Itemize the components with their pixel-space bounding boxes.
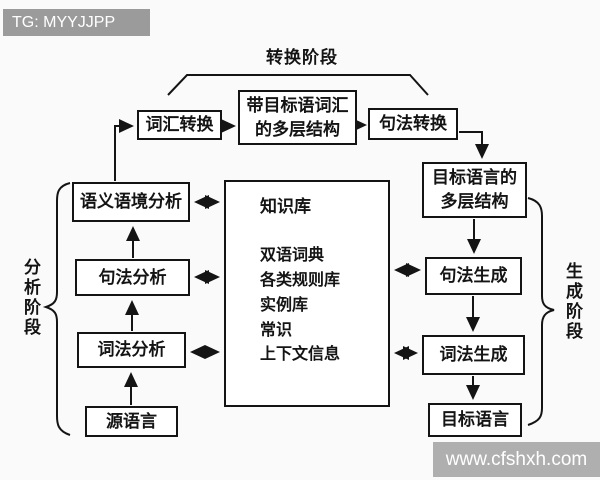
node-semantic-context-analysis-label: 语义语境分析 <box>80 192 182 212</box>
node-syntactic-transfer-label: 句法转换 <box>379 114 447 134</box>
knowledge-base-box <box>224 180 390 407</box>
node-syntactic-generation: 句法生成 <box>425 257 522 295</box>
node-lexical-transfer: 词汇转换 <box>137 110 222 140</box>
corner-badge-text: TG: MYYJJPP <box>12 13 116 31</box>
generation-phase-brace <box>527 197 555 426</box>
node-target-language-label: 目标语言 <box>441 410 509 430</box>
knowledge-base-item: 实例库 <box>260 297 309 314</box>
node-target-lex-multilayer-line1: 带目标语词汇 <box>246 95 349 115</box>
node-target-multilayer-line2: 多层结构 <box>440 192 509 211</box>
node-syntactic-analysis: 句法分析 <box>75 259 190 296</box>
arrow-syntactic-transfer-to-target-multilayer <box>459 131 489 159</box>
arrow-semantic-analysis-to-lexical-transfer <box>114 119 134 181</box>
knowledge-base-item: 上下文信息 <box>260 346 341 363</box>
knowledge-base-title: 知识库 <box>260 197 311 216</box>
node-source-language-label: 源语言 <box>106 411 157 431</box>
node-source-language: 源语言 <box>85 406 178 437</box>
node-target-multilayer-line1: 目标语言的 <box>432 168 517 188</box>
knowledge-base-item: 各类规则库 <box>260 272 341 289</box>
node-syntactic-analysis-label: 句法分析 <box>98 267 167 287</box>
analysis-phase-label: 分析阶段 <box>21 258 40 338</box>
site-watermark-text: www.cfshxh.com <box>445 448 588 470</box>
node-target-lex-multilayer: 带目标语词汇 的多层结构 <box>238 90 357 145</box>
node-lexical-transfer-label: 词汇转换 <box>145 115 214 135</box>
node-target-language: 目标语言 <box>428 403 522 437</box>
node-target-multilayer: 目标语言的 多层结构 <box>422 162 527 218</box>
node-lexical-analysis: 词法分析 <box>77 332 186 368</box>
node-lexical-generation: 词法生成 <box>422 335 525 375</box>
node-syntactic-generation-label: 句法生成 <box>439 266 508 286</box>
node-syntactic-transfer: 句法转换 <box>368 108 458 140</box>
knowledge-base-item: 常识 <box>260 322 293 339</box>
knowledge-base-item: 双语词典 <box>260 247 325 264</box>
transfer-phase-label: 转换阶段 <box>266 48 338 67</box>
site-watermark: www.cfshxh.com <box>433 442 600 477</box>
node-target-lex-multilayer-line2: 的多层结构 <box>255 119 340 139</box>
node-lexical-generation-label: 词法生成 <box>439 345 508 365</box>
generation-phase-label: 生成阶段 <box>563 262 582 342</box>
analysis-phase-brace <box>42 182 71 436</box>
corner-badge: TG: MYYJJPP <box>3 9 150 36</box>
node-semantic-context-analysis: 语义语境分析 <box>72 182 190 222</box>
node-lexical-analysis-label: 词法分析 <box>97 340 166 360</box>
